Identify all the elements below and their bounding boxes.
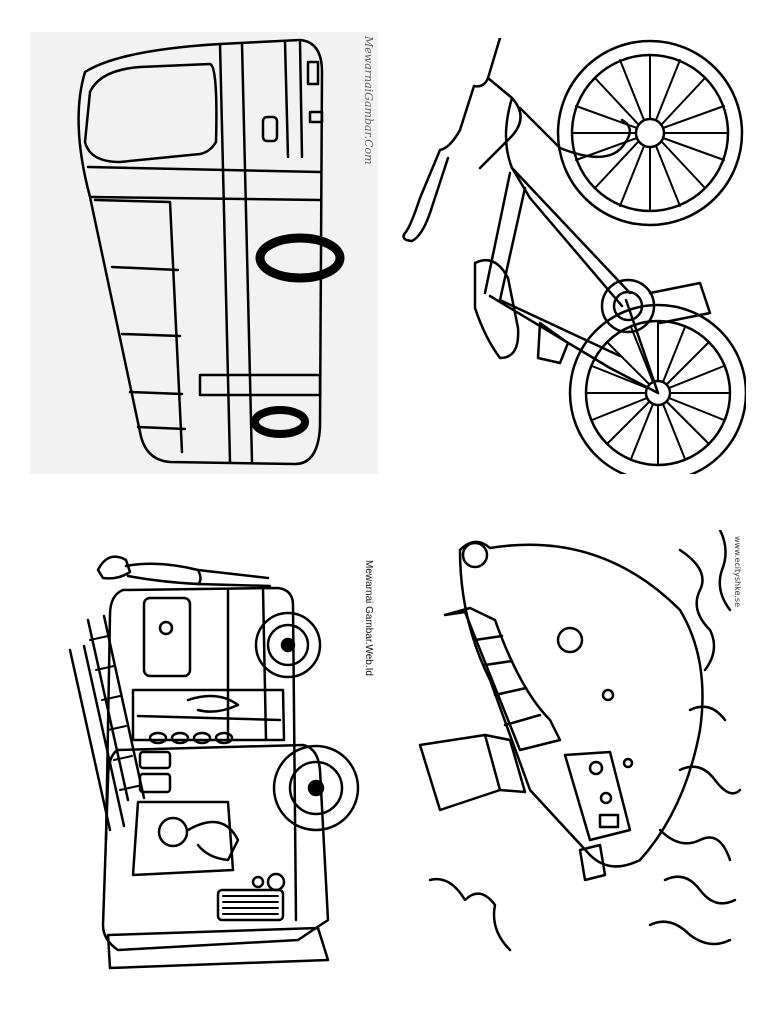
bicycle-coloring-panel bbox=[400, 38, 746, 474]
bus-drawing bbox=[77, 38, 345, 466]
ship-coloring-panel bbox=[400, 530, 746, 974]
fire-truck-coloring-panel bbox=[48, 540, 378, 972]
bicycle-drawing bbox=[402, 38, 746, 474]
fire-truck-drawing bbox=[68, 555, 360, 970]
fire-truck-watermark: Mewarnai Gambar.Web.Id bbox=[363, 560, 374, 676]
ship-watermark: www.ecityshke.se bbox=[733, 536, 742, 607]
bus-watermark: MewarnaiGambar.Com bbox=[362, 36, 375, 165]
ship-drawing bbox=[418, 530, 742, 952]
bus-coloring-panel bbox=[30, 32, 378, 474]
